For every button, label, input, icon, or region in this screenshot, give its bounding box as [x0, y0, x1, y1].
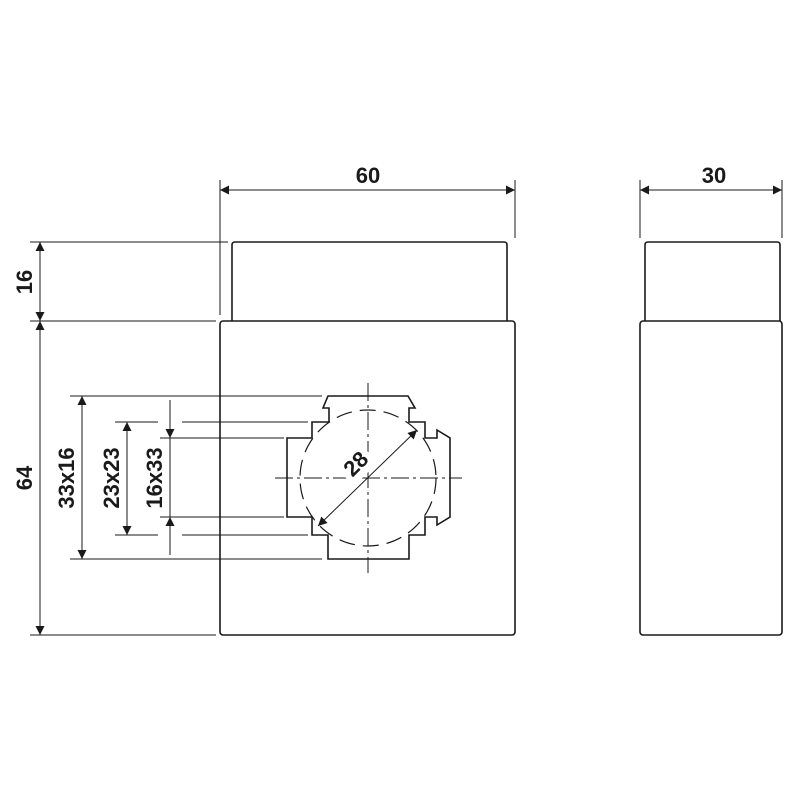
conductor-opening — [286, 395, 451, 560]
opening-23x23-label: 23x23 — [99, 447, 124, 508]
top-height-label: 16 — [12, 270, 37, 294]
width-label: 60 — [356, 163, 380, 188]
dimension-openings: 33x16 23x23 16x33 — [54, 395, 322, 560]
side-body — [639, 320, 783, 636]
dimension-width: 60 — [219, 163, 516, 315]
body-height-label: 64 — [12, 465, 37, 490]
front-top-cap — [231, 241, 508, 321]
side-view — [639, 241, 783, 636]
dimension-depth: 30 — [639, 163, 783, 238]
front-body — [219, 320, 516, 636]
dimension-heights: 16 64 — [12, 241, 228, 636]
side-top-cap — [644, 241, 781, 321]
depth-label: 30 — [702, 163, 726, 188]
diameter-dimension-line — [317, 429, 418, 527]
opening-16x33-label: 16x33 — [142, 447, 167, 508]
opening-33x16-label: 33x16 — [54, 447, 79, 508]
